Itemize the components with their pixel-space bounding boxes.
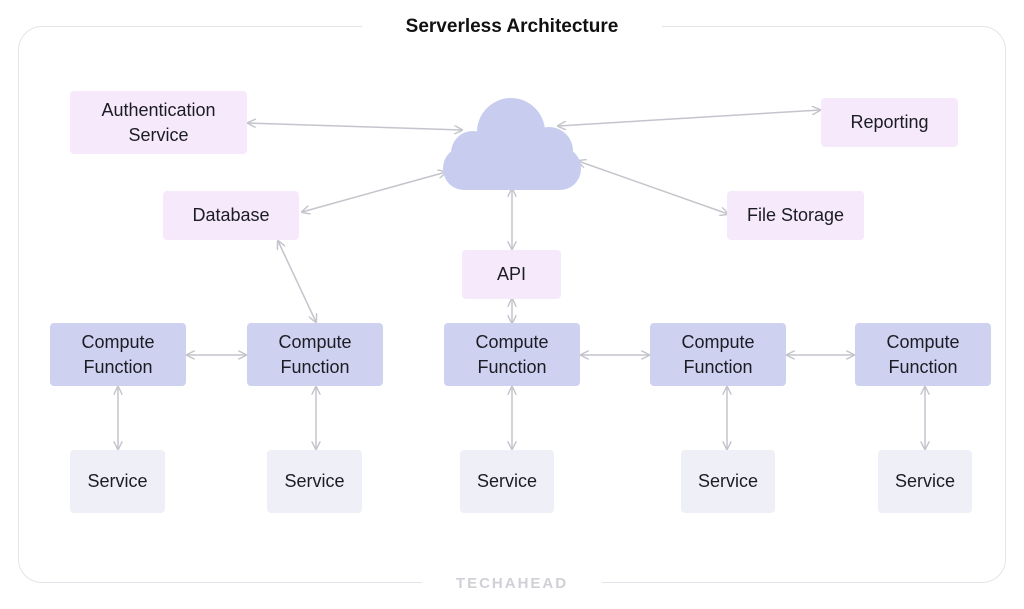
node-file-storage: File Storage xyxy=(727,191,864,240)
node-service-3: Service xyxy=(460,450,554,513)
link-cloud-reporting xyxy=(558,110,820,126)
cloud-icon xyxy=(443,98,581,190)
node-service-5: Service xyxy=(878,450,972,513)
node-service-2: Service xyxy=(267,450,362,513)
node-service-4: Service xyxy=(681,450,775,513)
node-database: Database xyxy=(163,191,299,240)
node-reporting: Reporting xyxy=(821,98,958,147)
node-compute-function-1: Compute Function xyxy=(50,323,186,386)
brand-logo: TECHAHEAD xyxy=(422,570,602,598)
link-database-compute2 xyxy=(278,241,316,322)
node-api: API xyxy=(462,250,561,299)
node-compute-function-2: Compute Function xyxy=(247,323,383,386)
link-cloud-filestorage xyxy=(578,161,728,214)
node-authentication-service: Authentication Service xyxy=(70,91,247,154)
node-compute-function-3: Compute Function xyxy=(444,323,580,386)
link-database-cloud xyxy=(302,172,446,212)
node-service-1: Service xyxy=(70,450,165,513)
node-compute-function-4: Compute Function xyxy=(650,323,786,386)
diagram-title: Serverless Architecture xyxy=(362,12,662,42)
node-compute-function-5: Compute Function xyxy=(855,323,991,386)
link-auth-cloud xyxy=(248,123,462,130)
